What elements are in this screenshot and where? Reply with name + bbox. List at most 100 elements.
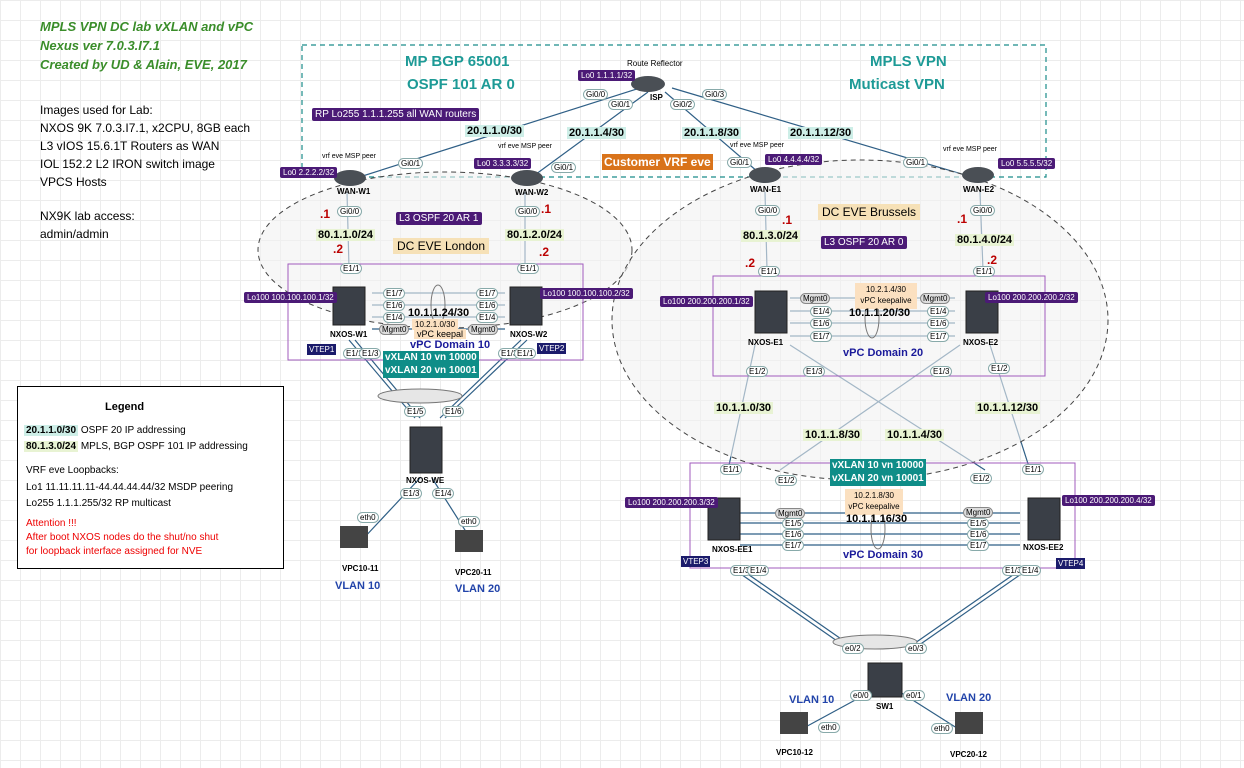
vpc-port: E1/5: [782, 518, 805, 529]
switch-icons: [332, 286, 1061, 698]
title-line-3: Created by UD & Alain, EVE, 2017: [40, 57, 247, 72]
e1-e11: E1/1: [758, 266, 781, 277]
vpc-port: E1/7: [810, 331, 833, 342]
info-line: NXOS 9K 7.0.3.I7.1, x2CPU, 8GB each: [40, 121, 251, 135]
e2-e13: E1/3: [930, 366, 953, 377]
net-20-w2: 20.1.1.4/30: [567, 127, 627, 139]
e-kp-label: vPC keepalive: [860, 296, 912, 305]
brussels-dc: DC EVE Brussels: [818, 204, 921, 220]
mpls-label: MPLS VPN: [870, 53, 947, 70]
legend-att-2: for loopback interface assigned for NVE: [26, 546, 203, 557]
w2-peer: vrf eve MSP peer: [498, 143, 552, 150]
net-20-w1: 20.1.1.0/30: [465, 125, 525, 137]
e1-loopback: Lo0 4.4.4.4/32: [765, 154, 823, 165]
ee-kp-net: 10.2.1.8/30: [853, 491, 895, 500]
e1-up-port: Gi0/1: [727, 157, 753, 168]
we-e15: E1/5: [404, 406, 427, 417]
link-ee2-sw: [904, 569, 1021, 651]
w-kp: vPC keepal: [414, 329, 467, 339]
london-ospf: L3 OSPF 20 AR 1: [396, 212, 482, 225]
host-vpc20-12: VPC20-12: [950, 750, 987, 759]
e2-loopback: Lo0 5.5.5.5/32: [998, 158, 1056, 169]
e-kp-net: 10.2.1.4/30: [865, 285, 907, 294]
host-vpc10-12: VPC10-12: [776, 748, 813, 757]
e1-name: WAN-E1: [750, 185, 782, 194]
sw1-e01: e0/1: [903, 690, 925, 701]
vpc-domain-20-box: [712, 275, 1046, 377]
info-line: NX9K lab access:: [40, 209, 135, 223]
ee-domain: vPC Domain 30: [843, 549, 924, 561]
e-kp: 10.2.1.4/30 vPC keepalive: [855, 283, 917, 309]
w-domain: vPC Domain 10: [410, 339, 491, 351]
dot-two: .2: [745, 256, 756, 270]
w2-e11: E1/1: [517, 263, 540, 274]
e2-name: WAN-E2: [963, 185, 995, 194]
w-vxlan-1: vXLAN 10 vn 10000: [383, 351, 479, 365]
link-ee2-sw2: [911, 569, 1028, 651]
net-80-e1: 80.1.3.0/24: [741, 230, 801, 242]
link-ee1-sw: [734, 569, 851, 651]
vpc-port: E1/7: [927, 331, 950, 342]
vlan10-right: VLAN 10: [789, 694, 835, 706]
vpc-port: E1/7: [476, 288, 499, 299]
legend-n20: 20.1.1.0/30: [24, 425, 79, 436]
dot-one: .1: [541, 202, 552, 216]
vpc-port: E1/4: [810, 306, 833, 317]
w1-e13: E1/3: [359, 348, 382, 359]
sw1-name: SW1: [876, 702, 894, 711]
ee1-e14: E1/4: [747, 565, 770, 576]
nxe2-loopback: Lo100 200.200.200.2/32: [985, 292, 1078, 303]
nxe1-loopback: Lo100 200.200.200.1/32: [660, 296, 753, 307]
vpc-port: E1/4: [927, 306, 950, 317]
ee-vpc-link: 10.1.1.16/30: [846, 513, 908, 525]
dot-two: .2: [333, 242, 344, 256]
title-line-2: Nexus ver 7.0.3.I7.1: [40, 38, 160, 53]
dot-two: .2: [987, 253, 998, 267]
info-line: L3 vIOS 15.6.1T Routers as WAN: [40, 139, 220, 153]
sw1-e00: e0/0: [850, 690, 872, 701]
london-dc: DC EVE London: [393, 238, 490, 254]
w2-down-port: Gi0/0: [515, 206, 541, 217]
isp-port: Gi0/0: [583, 89, 609, 100]
isp-port: Gi0/3: [702, 89, 728, 100]
w1-peer: vrf eve MSP peer: [322, 153, 376, 160]
vpc-port: E1/4: [383, 312, 406, 323]
sw1-e03: e0/3: [905, 643, 927, 654]
legend-n80-desc: MPLS, BGP OSPF 101 IP addressing: [80, 441, 248, 452]
ee2-loopback: Lo100 200.200.200.4/32: [1062, 495, 1155, 506]
legend-attention: Attention !!!: [26, 518, 77, 529]
ee2-e14: E1/4: [1019, 565, 1042, 576]
net-80-e2: 80.1.4.0/24: [955, 234, 1015, 246]
vpc-port: E1/6: [782, 529, 805, 540]
h2-eth0: eth0: [458, 516, 480, 527]
h1-eth0: eth0: [357, 512, 379, 523]
host-icons: [340, 526, 983, 734]
legend-lo1: Lo1 11.11.11.11-44.44.44.44/32 MSDP peer…: [26, 482, 234, 493]
title-line-1: MPLS VPN DC lab vXLAN and vPC: [40, 19, 254, 34]
h4-eth0: eth0: [931, 723, 953, 734]
vpc-port: E1/6: [383, 300, 406, 311]
legend-n80: 80.1.3.0/24: [24, 441, 79, 452]
vlan10-left: VLAN 10: [335, 580, 381, 592]
vtep4: VTEP4: [1056, 558, 1086, 569]
w1-e11: E1/1: [340, 263, 363, 274]
legend-title: Legend: [105, 401, 145, 413]
mgmt-port: Mgmt0: [963, 507, 994, 518]
legend: Legend 20.1.1.0/30 OSPF 20 IP addressing…: [17, 386, 284, 569]
ee-vxlan-2: vXLAN 20 vn 10001: [830, 472, 926, 486]
dot-two: .2: [539, 245, 550, 259]
e2-up-port: Gi0/1: [903, 157, 929, 168]
ee1-e12: E1/2: [775, 475, 798, 486]
w1-loopback: Lo0 2.2.2.2/32: [280, 167, 338, 178]
info-line: admin/admin: [40, 227, 109, 241]
ee-kp-label: vPC keepalive: [848, 502, 900, 511]
nxw2-loopback: Lo100 100.100.100.2/32: [540, 288, 633, 299]
mgmt-port: Mgmt0: [920, 293, 951, 304]
mgmt-port: Mgmt0: [468, 324, 499, 335]
ee2-name: NXOS-EE2: [1023, 543, 1064, 552]
dot-one: .1: [782, 213, 793, 227]
host-vpc10-11: VPC10-11: [342, 564, 379, 573]
legend-row-20: 20.1.1.0/30 OSPF 20 IP addressing: [24, 425, 186, 436]
dc-net-1: 10.1.1.0/30: [714, 402, 774, 414]
sw1-e02: e0/2: [842, 643, 864, 654]
